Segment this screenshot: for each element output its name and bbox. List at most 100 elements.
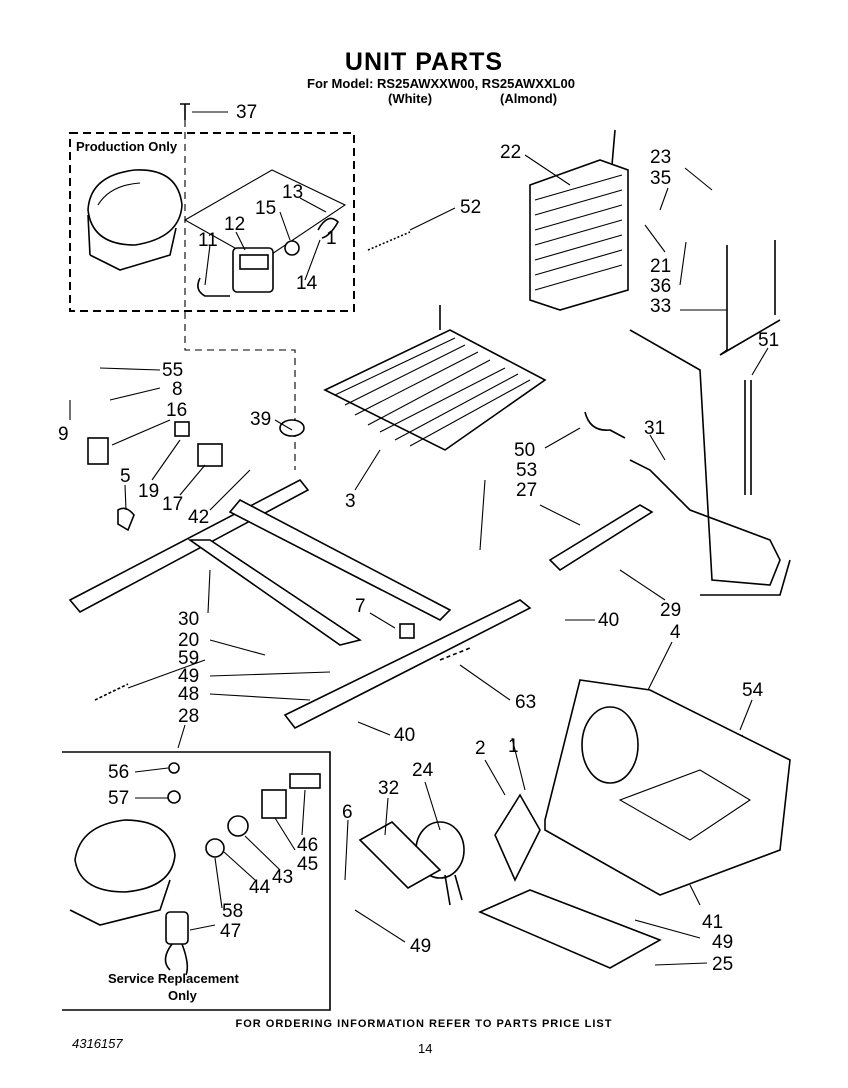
part-44-icon [205, 838, 225, 858]
part-59-icon [94, 683, 129, 701]
callout-16: 16 [166, 400, 187, 421]
callout-57: 57 [108, 788, 129, 809]
callout-24: 24 [412, 760, 434, 781]
part-63-icon [439, 647, 471, 661]
document-number: 4316157 [72, 1036, 123, 1051]
compressor-service-icon [69, 819, 176, 926]
callout-59: 59 [178, 648, 199, 669]
callout-43: 43 [272, 867, 293, 888]
variant-white: (White) [388, 91, 433, 106]
tube-50-icon [584, 411, 626, 439]
callout-49: 49 [178, 666, 199, 687]
model-line: For Model: RS25AWXXW00, RS25AWXXL00 [307, 76, 576, 91]
callout-47: 47 [220, 921, 241, 942]
callout-49-motor: 49 [410, 936, 431, 957]
tube-51-icon [744, 380, 752, 495]
evaporator-coil-icon [323, 305, 547, 451]
compressor-production-icon [87, 169, 183, 271]
callout-51: 51 [758, 330, 779, 351]
drier-27-icon [548, 504, 654, 572]
callout-40-lower: 40 [394, 725, 415, 746]
callout-36: 36 [650, 276, 671, 297]
callout-23: 23 [650, 147, 671, 168]
callout-20: 20 [178, 630, 199, 651]
frame-rails-icon [68, 478, 532, 730]
callout-5: 5 [120, 466, 131, 487]
part-16-icon [174, 421, 190, 437]
page-number: 14 [418, 1041, 433, 1056]
motor-bracket-icon [358, 821, 442, 889]
ordering-footer: FOR ORDERING INFORMATION REFER TO PARTS … [235, 1018, 613, 1030]
callout-45: 45 [297, 854, 318, 875]
callout-13: 13 [282, 182, 303, 203]
callout-12: 12 [224, 214, 245, 235]
callout-17: 17 [162, 494, 183, 515]
callout-9: 9 [58, 424, 69, 445]
tube-33-icon [719, 245, 781, 356]
callout-30: 30 [178, 609, 199, 630]
callout-48: 48 [178, 684, 199, 705]
callout-41: 41 [702, 912, 723, 933]
clip-13-icon [317, 217, 339, 239]
callout-53: 53 [516, 460, 537, 481]
callout-63: 63 [515, 692, 536, 713]
callout-1-fan: 1 [508, 736, 519, 757]
callout-32: 32 [378, 778, 399, 799]
relay-icon [232, 247, 274, 293]
grommet-39-icon [279, 419, 305, 437]
callout-25: 25 [712, 954, 733, 975]
tube-31-icon [629, 329, 781, 586]
callout-46: 46 [297, 835, 318, 856]
part-45-icon [261, 789, 287, 819]
callout-2: 2 [475, 738, 486, 759]
callout-15: 15 [255, 198, 276, 219]
callout-8: 8 [172, 379, 183, 400]
screw-37-icon [180, 103, 190, 120]
service-label-line1: Service Replacement [108, 971, 239, 986]
callout-7: 7 [355, 596, 366, 617]
part-47-icon [165, 911, 189, 945]
part-57-icon [167, 790, 181, 804]
callout-37: 37 [236, 102, 257, 123]
callout-39: 39 [250, 409, 271, 430]
callout-33: 33 [650, 296, 671, 317]
callout-29: 29 [660, 600, 681, 621]
drain-pan-icon [477, 889, 662, 969]
part-43-icon [227, 815, 249, 837]
callout-58: 58 [222, 901, 243, 922]
callout-11: 11 [198, 230, 218, 251]
callout-40: 40 [598, 610, 619, 631]
callout-6: 6 [342, 802, 353, 823]
callout-31: 31 [644, 418, 665, 439]
callout-21: 21 [650, 256, 671, 277]
callout-3: 3 [345, 491, 356, 512]
production-only-label: Production Only [76, 139, 178, 154]
base-pan-icon [544, 679, 791, 896]
callout-44: 44 [249, 877, 271, 898]
callout-50: 50 [514, 440, 535, 461]
callout-56: 56 [108, 762, 129, 783]
production-only-box [69, 132, 355, 312]
part-9-icon [87, 437, 109, 465]
callout-19: 19 [138, 481, 159, 502]
condenser-coil-icon [529, 129, 629, 311]
callout-49-base: 49 [712, 932, 733, 953]
service-label-line2: Only [168, 988, 198, 1003]
part-7-icon [399, 623, 415, 639]
fan-blade-icon [494, 793, 541, 882]
part-56-icon [168, 762, 180, 774]
tube-52-icon [367, 231, 411, 251]
callout-22: 22 [500, 142, 521, 163]
grommet-15-icon [284, 240, 300, 256]
callout-42: 42 [188, 507, 209, 528]
callout-27: 27 [516, 480, 537, 501]
clip-11-icon [197, 277, 230, 297]
callout-14: 14 [296, 273, 318, 294]
part-17-icon [197, 443, 223, 467]
callout-52: 52 [460, 197, 481, 218]
callout-55: 55 [162, 360, 183, 381]
callout-1-top: 1 [326, 228, 337, 249]
part-46-icon [289, 773, 321, 789]
page-title: UNIT PARTS [344, 48, 504, 76]
